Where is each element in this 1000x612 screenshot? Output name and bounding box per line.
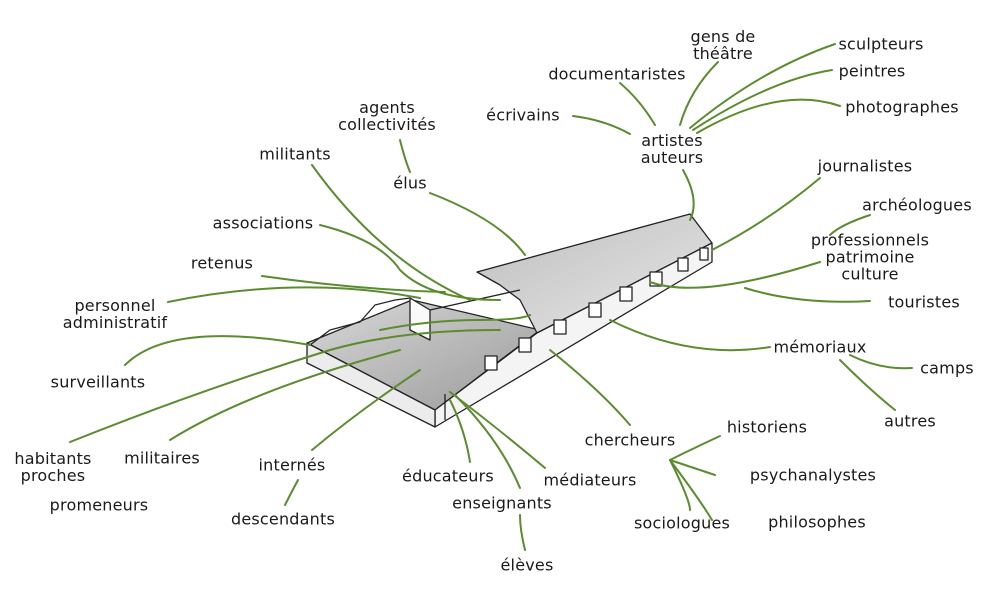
windows — [484, 247, 709, 371]
label-line: patrimoine — [825, 247, 915, 267]
label-line: gens de — [690, 27, 756, 46]
label-sculpteurs: sculpteurs — [838, 34, 924, 54]
label-surveillants: surveillants — [50, 372, 146, 392]
label-militaires: militaires — [124, 448, 200, 468]
label-photographes: photographes — [845, 97, 959, 117]
label-line: collectivités — [338, 115, 436, 134]
label-educateurs: éducateurs — [402, 466, 494, 486]
label-promeneurs: promeneurs — [49, 495, 149, 515]
label-mediateurs: médiateurs — [543, 470, 637, 490]
label-sociologues: sociologues — [633, 513, 731, 533]
label-line: proches — [20, 466, 86, 485]
label-line: auteurs — [640, 148, 704, 167]
label-line: artistes — [641, 131, 703, 150]
connector-lines — [69, 43, 913, 551]
label-line: personnel — [74, 296, 156, 315]
barrack-building-drawing — [306, 213, 713, 428]
label-memoriaux: mémoriaux — [773, 337, 867, 357]
label-enseignants: enseignants — [452, 493, 552, 513]
label-associations: associations — [212, 213, 314, 233]
label-documentaristes: documentaristes — [548, 64, 686, 84]
label-internes: internés — [258, 455, 326, 475]
label-psychanalystes: psychanalystes — [749, 465, 877, 485]
label-line: professionnels — [810, 230, 930, 250]
label-eleves: élèves — [500, 555, 554, 575]
label-chercheurs: chercheurs — [584, 430, 676, 450]
label-line: théâtre — [693, 44, 753, 63]
label-peintres: peintres — [838, 61, 906, 81]
label-ecrivains: écrivains — [486, 105, 560, 125]
label-elus: élus — [393, 173, 427, 193]
label-retenus: retenus — [190, 253, 254, 273]
label-philosophes: philosophes — [768, 512, 866, 532]
label-line: administratif — [62, 313, 168, 332]
label-line: agents — [359, 98, 415, 117]
label-archeologues: archéologues — [862, 195, 972, 215]
label-militants: militants — [259, 144, 331, 164]
label-line: culture — [841, 264, 899, 284]
label-camps: camps — [920, 358, 974, 378]
label-journalistes: journalistes — [817, 156, 913, 176]
label-descendants: descendants — [230, 509, 336, 529]
label-line: habitants — [14, 449, 92, 468]
label-autres: autres — [884, 411, 936, 431]
label-touristes: touristes — [888, 292, 960, 312]
label-historiens: historiens — [726, 417, 808, 437]
